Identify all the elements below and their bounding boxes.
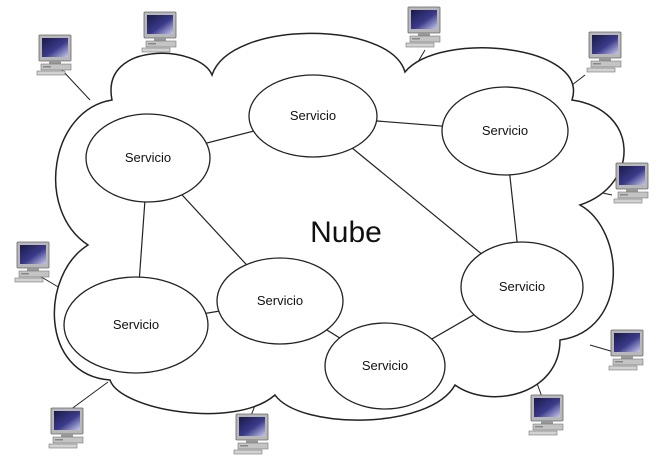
cloud-title: Nube (310, 216, 382, 249)
service-label: Servicio (499, 279, 545, 294)
desktop-computer-icon (14, 241, 50, 283)
service-ellipse (85, 113, 211, 203)
service-node: Servicio (324, 322, 446, 410)
desktop-computer-icon (36, 34, 72, 76)
service-node: Servicio (216, 257, 344, 345)
service-ellipse (248, 74, 378, 158)
service-ellipse (216, 257, 344, 345)
service-label: Servicio (290, 108, 336, 123)
desktop-computer-icon (613, 162, 649, 204)
desktop-computer-icon (608, 329, 644, 371)
service-node: Servicio (248, 74, 378, 158)
desktop-computer-icon (586, 31, 622, 73)
service-ellipse (63, 276, 209, 374)
desktop-computer-icon (233, 413, 269, 455)
service-ellipse (460, 241, 584, 333)
service-label: Servicio (257, 293, 303, 308)
service-ellipse (324, 322, 446, 410)
service-node: Servicio (441, 86, 569, 176)
desktop-computer-icon (141, 11, 177, 53)
desktop-computer-icon (528, 394, 564, 436)
desktop-computer-icon (405, 6, 441, 48)
service-label: Servicio (482, 123, 528, 138)
service-ellipse (441, 86, 569, 176)
desktop-computer-icon (48, 407, 84, 449)
service-label: Servicio (113, 317, 159, 332)
service-label: Servicio (125, 150, 171, 165)
service-node: Servicio (85, 113, 211, 203)
service-label: Servicio (362, 358, 408, 373)
service-node: Servicio (63, 276, 209, 374)
service-node: Servicio (460, 241, 584, 333)
